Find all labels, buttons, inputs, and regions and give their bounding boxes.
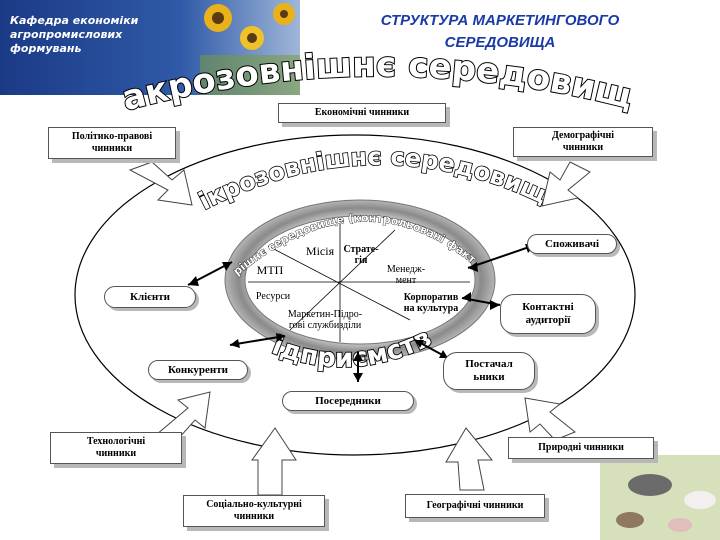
resources-label: Ресурси [250, 291, 296, 302]
consumers-pill: Споживачі [527, 234, 617, 254]
culture-line-1: Корпоратив [403, 292, 459, 303]
mission-text: Місія [305, 244, 335, 258]
suppliers-line-2: ьники [473, 371, 505, 383]
sociocultural-factors-box: Соціально-культурні чинники [183, 495, 325, 527]
department-line-3: формувань [10, 42, 82, 55]
strategy-line-1: Страте- [343, 244, 379, 255]
micro-environment-ellipse [74, 134, 636, 456]
mtp-label: МТП [250, 263, 290, 277]
department-name: Кафедра економіки агропромислових формув… [10, 14, 138, 56]
intermediaries-label: Посередники [315, 394, 381, 407]
resources-text: Ресурси [255, 291, 291, 302]
competitors-pill: Конкуренти [148, 360, 248, 380]
demographic-factors-box: Демографічні чинники [513, 127, 653, 157]
arrow-demographic [541, 161, 591, 207]
arrow-geographic [445, 427, 494, 491]
arrow-sociocultural [251, 427, 297, 496]
department-line-2: агропромислових [10, 28, 123, 41]
mission-label: Місія [298, 244, 342, 258]
arrow-natural [524, 397, 576, 441]
political-factors-box: Політико-правові чинники [48, 127, 176, 159]
technological-factors-line-2: чинники [95, 448, 137, 459]
geographic-factors-box: Географічні чинники [405, 494, 545, 518]
competitors-label: Конкуренти [167, 363, 229, 376]
strategy-line-2: гія [354, 255, 368, 266]
arrow-political [128, 161, 193, 206]
page-title-line-1: СТРУКТУРА МАРКЕТИНГОВОГО [380, 12, 620, 29]
demographic-factors-line-2: чинники [562, 142, 604, 153]
management-line-2: мент [395, 275, 417, 286]
connector-competitors [229, 335, 286, 346]
technological-factors-box: Технологічні чинники [50, 432, 182, 464]
internal-dividers [248, 218, 470, 342]
page-title: СТРУКТУРА МАРКЕТИНГОВОГО СЕРЕДОВИЩА [330, 10, 670, 54]
geographic-factors-label: Географічні чинники [426, 500, 524, 511]
economic-factors-label: Економічні чинники [314, 107, 410, 118]
audiences-pill: Контактні аудиторії [500, 294, 596, 334]
economic-factors-box: Економічні чинники [278, 103, 446, 123]
page-title-line-2: СЕРЕДОВИЩА [444, 34, 556, 51]
connector-consumers [467, 244, 536, 269]
sunflower-decoration [200, 3, 300, 95]
strategy-label: Страте- гія [338, 244, 384, 266]
header-banner: Кафедра економіки агропромислових формув… [0, 0, 300, 95]
intermediaries-pill: Посередники [282, 391, 414, 411]
macro-arrows [128, 161, 591, 496]
audiences-line-1: Контактні [522, 301, 574, 313]
suppliers-line-1: Постачал [465, 358, 513, 370]
suppliers-pill: Постачал ьники [443, 352, 535, 390]
marketing-line-1: Маркетин-Підро- [287, 309, 363, 320]
farm-photo-decoration [600, 455, 720, 540]
clients-pill: Клієнти [104, 286, 196, 308]
internal-core [244, 215, 476, 345]
sociocultural-factors-line-1: Соціально-культурні [206, 499, 302, 510]
audiences-line-2: аудиторії [525, 314, 571, 326]
sociocultural-factors-line-2: чинники [233, 511, 275, 522]
political-factors-line-1: Політико-правові [71, 131, 153, 142]
marketing-line-2: гові службизділи [288, 320, 362, 331]
marketing-label: Маркетин-Підро- гові службизділи [272, 309, 378, 331]
department-line-1: Кафедра економіки [10, 14, 139, 27]
technological-factors-line-1: Технологічні [86, 436, 146, 447]
management-line-1: Менедж- [386, 264, 426, 275]
mtp-text: МТП [256, 263, 284, 277]
culture-line-2: на культура [403, 303, 459, 314]
clients-label: Клієнти [129, 290, 171, 303]
natural-factors-label: Природні чинники [538, 442, 624, 453]
political-factors-line-2: чинники [91, 143, 133, 154]
consumers-label: Споживачі [544, 237, 600, 250]
management-label: Менедж- мент [383, 264, 429, 286]
natural-factors-box: Природні чинники [508, 437, 654, 459]
culture-label: Корпоратив на культура [395, 292, 467, 314]
demographic-factors-line-1: Демографічні [551, 130, 615, 141]
